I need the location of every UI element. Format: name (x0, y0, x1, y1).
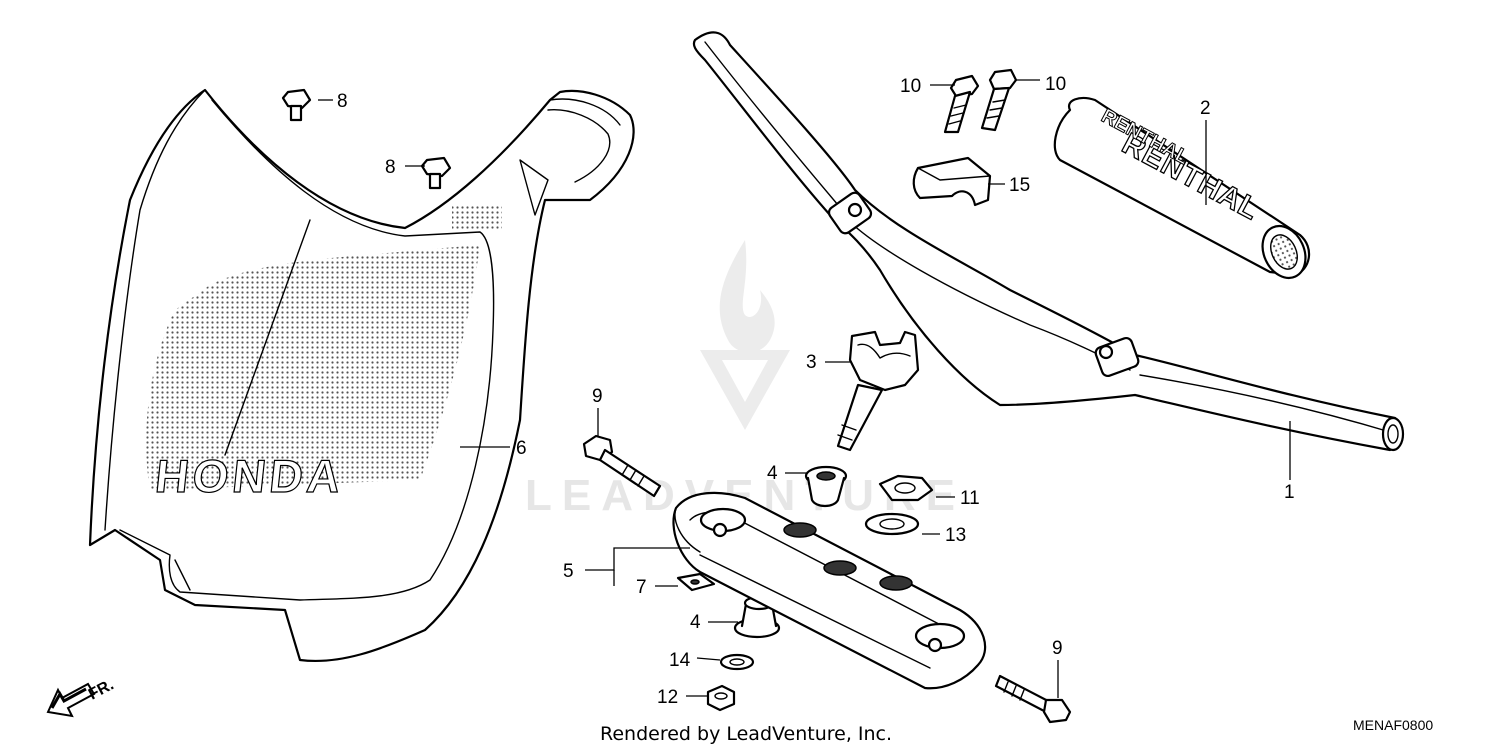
callout-1: 1 (1284, 482, 1295, 503)
damper-part-4-upper[interactable] (804, 465, 848, 508)
callout-14: 14 (669, 650, 691, 671)
callout-12: 12 (657, 687, 678, 708)
callout-10-right: 10 (1045, 74, 1066, 95)
handlebar-holder[interactable] (836, 330, 920, 452)
callout-10-left: 10 (900, 76, 921, 97)
leader-lines (318, 79, 1291, 698)
handlebar-upper-clamp[interactable] (912, 156, 992, 207)
callout-2: 2 (1200, 98, 1211, 119)
plate-brand-text: HONDA (153, 450, 347, 502)
bolt-part-10-left[interactable] (943, 74, 980, 134)
bolt-part-10-right[interactable] (980, 68, 1018, 132)
handlebar[interactable] (692, 31, 1405, 452)
number-plate[interactable]: HONDA (88, 88, 635, 663)
top-bridge[interactable] (672, 491, 987, 690)
callout-7: 7 (636, 577, 647, 598)
callout-4-lower: 4 (690, 612, 701, 633)
callout-13: 13 (945, 525, 966, 546)
callout-3: 3 (806, 352, 817, 373)
front-marker-text: FR. (86, 676, 117, 703)
callout-8-upper: 8 (337, 91, 348, 112)
washer-part-13[interactable] (864, 512, 920, 536)
callout-5: 5 (563, 561, 574, 582)
callout-9-left: 9 (592, 386, 603, 407)
callout-6: 6 (516, 438, 527, 459)
callout-8-lower: 8 (385, 157, 396, 178)
front-arrow-icon: FR. (46, 676, 117, 718)
bolt-part-9-left[interactable] (582, 434, 662, 498)
washer-part-14[interactable] (719, 653, 755, 671)
diagram-code: MENAF0800 (1353, 717, 1433, 733)
callout-11: 11 (960, 488, 980, 509)
bolt-part-8-lower[interactable] (420, 156, 452, 190)
bolt-part-9-right[interactable] (994, 674, 1072, 724)
nut-part-11[interactable] (878, 474, 934, 502)
plate-part-7[interactable] (676, 572, 716, 592)
callout-4-upper: 4 (767, 463, 778, 484)
handlebar-pad[interactable]: RENTHAL RENTHAL (1053, 96, 1314, 285)
footer-credit: Rendered by LeadVenture, Inc. (600, 723, 892, 745)
callout-15: 15 (1009, 175, 1030, 196)
callout-labels: 1 2 3 4 4 5 6 7 8 8 9 9 10 10 11 12 13 1… (337, 74, 1295, 708)
callout-9-right: 9 (1052, 638, 1063, 659)
bolt-part-8-upper[interactable] (281, 88, 312, 122)
nut-part-12[interactable] (706, 684, 736, 712)
